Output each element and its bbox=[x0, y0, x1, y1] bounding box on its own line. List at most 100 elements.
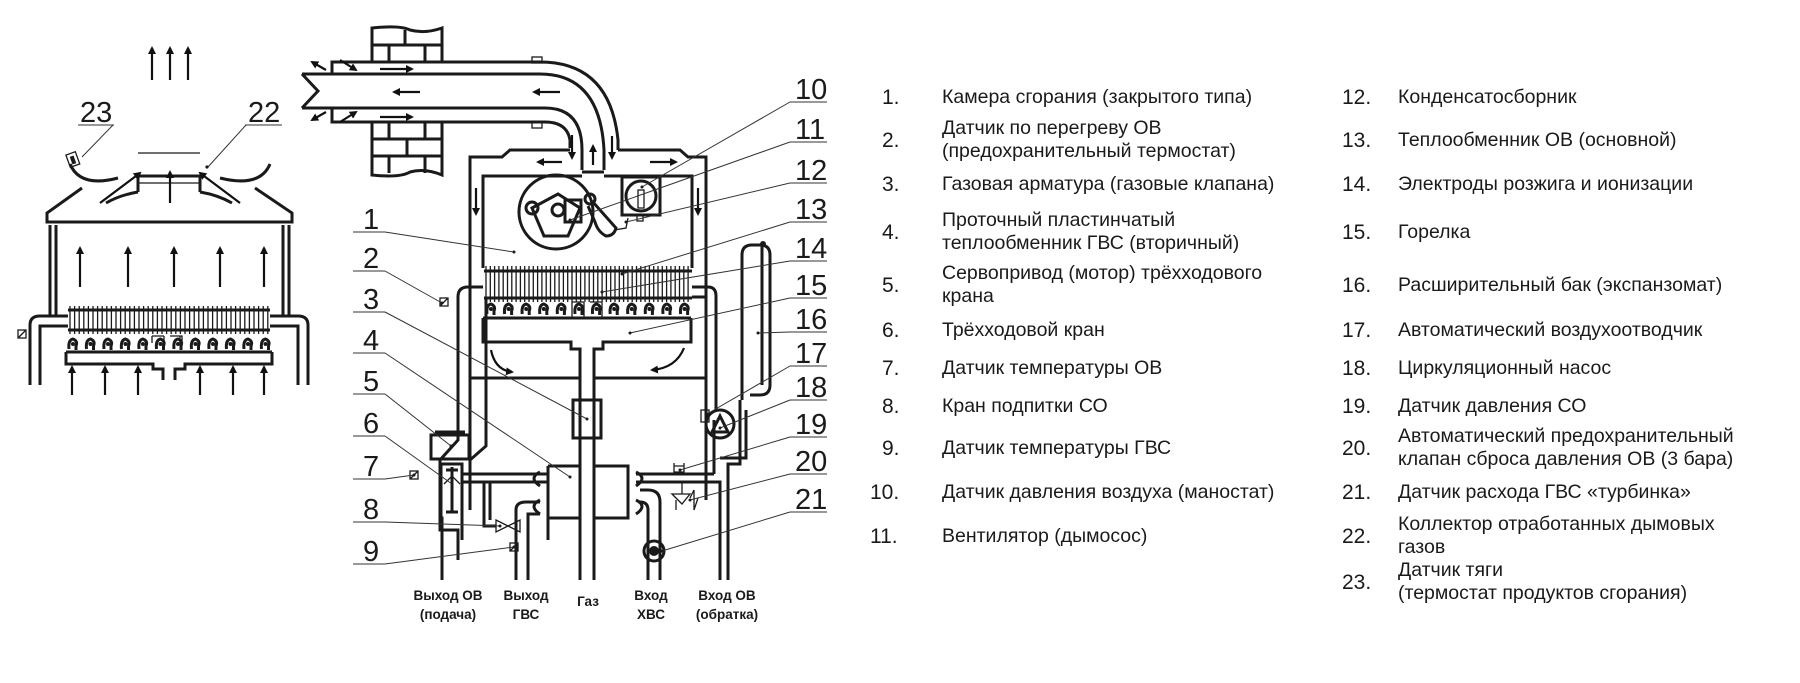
legend-description-line: Датчик расхода ГВС «турбинка» bbox=[1398, 480, 1691, 503]
callout-13: 13 bbox=[795, 194, 827, 226]
wall-bricks-icon bbox=[370, 25, 444, 178]
legend-description: Автоматический воздухоотводчик bbox=[1398, 319, 1702, 342]
callout-19: 19 bbox=[795, 409, 827, 441]
legend-description-line: Камера сгорания (закрытого типа) bbox=[942, 85, 1253, 108]
sensor-icon bbox=[17, 329, 27, 339]
burner-nozzle-icon bbox=[573, 302, 585, 315]
burner-nozzle-icon bbox=[172, 337, 184, 350]
legend-item-10: 10. Датчик давления воздуха (маностат) bbox=[870, 481, 1274, 504]
port-gas-label: Газ bbox=[577, 594, 599, 609]
legend-number: 6. bbox=[882, 318, 900, 342]
burner-nozzle-icon bbox=[242, 337, 254, 350]
open-chamber-detail: 23 22 bbox=[17, 46, 310, 395]
burner-nozzle-icon bbox=[84, 337, 96, 350]
legend-description: Расширительный бак (экспанзомат) bbox=[1398, 274, 1722, 297]
legend-item-8: 8. Кран подпитки СО bbox=[870, 395, 1108, 418]
callout-6: 6 bbox=[363, 408, 379, 440]
flow-arrow-icon bbox=[198, 171, 241, 204]
legend-description-line: Датчик по перегреву ОВ bbox=[942, 117, 1162, 139]
legend-number: 15. bbox=[1342, 220, 1372, 244]
burner-nozzle-icon bbox=[555, 302, 567, 315]
callout-3: 3 bbox=[363, 284, 379, 316]
legend-number: 2. bbox=[882, 128, 900, 152]
legend-item-23: 23.Датчик тяги(термостат продуктов сгора… bbox=[1342, 559, 1687, 605]
callout-16: 16 bbox=[795, 304, 827, 336]
burner-nozzle-icon bbox=[224, 337, 236, 350]
callout-4: 4 bbox=[363, 325, 379, 357]
legend-description-line: Датчик тяги bbox=[1398, 559, 1504, 581]
callout-5: 5 bbox=[363, 366, 379, 398]
legend-description-line: Газовая арматура (газовые клапана) bbox=[942, 172, 1275, 195]
legend-description-line: Вентилятор (дымосос) bbox=[942, 524, 1148, 547]
legend-item-19: 19.Датчик давления СО bbox=[1342, 395, 1586, 418]
legend-item-13: 13. Теплообменник ОВ (основной) bbox=[1342, 129, 1677, 152]
callout-17: 17 bbox=[795, 338, 827, 370]
legend-number: 11. bbox=[870, 524, 898, 548]
legend-item-18: 18.Циркуляционный насос bbox=[1342, 357, 1611, 380]
port-heating-in-label-1: Вход ОВ bbox=[698, 588, 756, 603]
air-flow-arrows bbox=[310, 59, 702, 216]
legend-description-line: Электроды розжига и ионизации bbox=[1398, 172, 1694, 195]
legend-item-3: 3. Газовая арматура (газовые клапана) bbox=[870, 173, 1274, 196]
legend-description-line: Автоматический воздухоотводчик bbox=[1398, 318, 1703, 341]
legend-number: 21. bbox=[1342, 480, 1372, 504]
legend-number: 7. bbox=[882, 356, 900, 380]
legend-number: 5. bbox=[882, 273, 900, 297]
port-heating-out-label-1: Выход ОВ bbox=[413, 588, 482, 603]
legend-description-line: Сервопривод (мотор) трёхходового bbox=[942, 262, 1263, 284]
callout-11: 11 bbox=[795, 114, 825, 146]
legend-description-line: Кран подпитки СО bbox=[942, 394, 1108, 417]
legend-item-6: 6.Трёхходовой кран bbox=[870, 319, 1105, 342]
burner-nozzle-icon bbox=[661, 302, 673, 315]
legend-description-line: Конденсатосборник bbox=[1398, 85, 1577, 108]
legend-description-line: теплообменник ГВС (вторичный) bbox=[942, 232, 1240, 254]
legend-description: Датчик давления воздуха (маностат) bbox=[942, 481, 1274, 504]
legend-item-1: 1. Камера сгорания (закрытого типа) bbox=[870, 86, 1252, 109]
callout-12: 12 bbox=[795, 155, 827, 187]
legend-item-9: 9. Датчик температуры ГВС bbox=[870, 437, 1171, 460]
legend-description: Газовая арматура (газовые клапана) bbox=[942, 173, 1274, 196]
legend-number: 8. bbox=[882, 394, 900, 418]
burner-nozzle-icon bbox=[502, 302, 514, 315]
legend-number: 22. bbox=[1342, 524, 1372, 548]
manostat-icon bbox=[620, 175, 662, 217]
callout-22: 22 bbox=[248, 97, 280, 129]
legend-number: 1. bbox=[882, 85, 900, 109]
legend-number: 10. bbox=[870, 480, 900, 504]
legend-number: 13. bbox=[1342, 128, 1372, 152]
boiler-schematic: 23 22 bbox=[17, 25, 827, 622]
port-dhw-out-label-2: ГВС bbox=[513, 607, 540, 622]
legend-description-line: Теплообменник ОВ (основной) bbox=[1398, 128, 1677, 151]
legend-item-17: 17.Автоматический воздухоотводчик bbox=[1342, 319, 1702, 342]
gas-valve-icon bbox=[571, 398, 603, 440]
legend-number: 18. bbox=[1342, 356, 1372, 380]
legend-number: 4. bbox=[882, 220, 900, 244]
legend-description-line: клапан сброса давления ОВ (3 бара) bbox=[1398, 448, 1734, 470]
flow-turbine-icon bbox=[642, 539, 666, 563]
callout-1: 1 bbox=[363, 204, 379, 236]
legend-number: 3. bbox=[882, 172, 900, 196]
burner-nozzle-icon bbox=[67, 337, 79, 350]
legend-description: Датчик по перегреву ОВ(предохранительный… bbox=[942, 117, 1236, 163]
callout-14: 14 bbox=[795, 233, 827, 265]
legend-number: 16. bbox=[1342, 273, 1372, 297]
flow-arrow-icon bbox=[339, 59, 358, 72]
legend-description: Теплообменник ОВ (основной) bbox=[1398, 129, 1677, 152]
legend-description-line: Датчик температуры ОВ bbox=[942, 356, 1163, 379]
burner-nozzle-icon bbox=[520, 302, 532, 315]
legend-description-line: (предохранительный термостат) bbox=[942, 140, 1236, 162]
burner-nozzle-icon bbox=[538, 302, 549, 315]
callout-20: 20 bbox=[795, 446, 827, 478]
legend-item-21: 21. Датчик расхода ГВС «турбинка» bbox=[1342, 481, 1691, 504]
legend-description: Кран подпитки СО bbox=[942, 395, 1108, 418]
circulation-pump-icon bbox=[704, 408, 736, 440]
legend-description-line: Датчик температуры ГВС bbox=[942, 436, 1172, 459]
legend-description-line: Проточный пластинчатый bbox=[942, 209, 1176, 231]
legend-number: 9. bbox=[882, 436, 900, 460]
burner-nozzle-icon bbox=[626, 302, 637, 315]
